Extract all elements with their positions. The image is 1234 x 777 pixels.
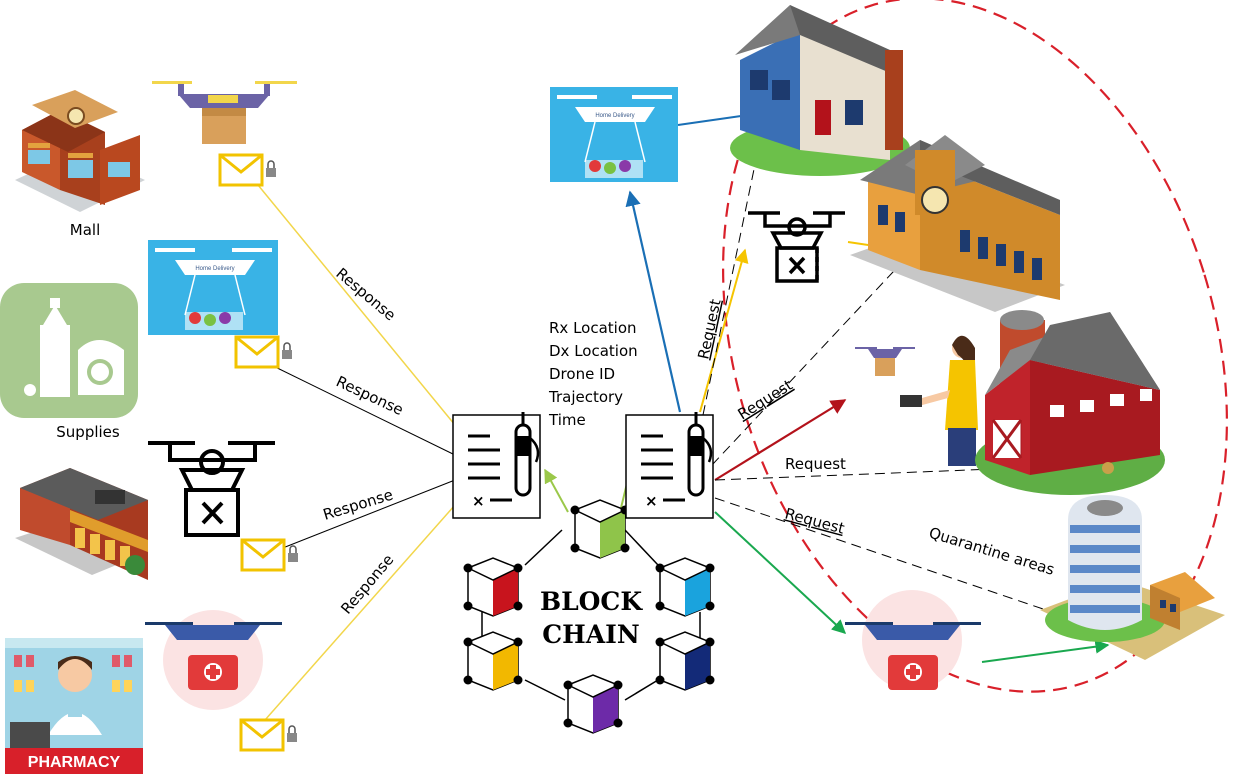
mall-label: Mall xyxy=(70,221,100,239)
svg-text:×: × xyxy=(472,492,485,510)
pharmacy-sign-label: PHARMACY xyxy=(28,754,121,771)
svg-text:×: × xyxy=(645,492,658,510)
contract-document-icon-right: × xyxy=(625,412,714,519)
request-label-3: Request xyxy=(785,455,846,473)
info-drone-id: Drone ID xyxy=(549,365,615,383)
home-delivery-drone-icon: Home Delivery xyxy=(148,240,278,335)
envelope-lock-icon-4 xyxy=(239,718,297,752)
person-remote-icon xyxy=(855,335,978,466)
blockchain-label-2: CHAIN xyxy=(542,620,639,649)
envelope-lock-icon xyxy=(218,153,276,187)
drone-package-icon xyxy=(152,81,297,144)
info-time: Time xyxy=(548,411,586,429)
request-label-1: Request xyxy=(694,297,724,360)
block-right-upper xyxy=(659,557,711,617)
supplies-label: Supplies xyxy=(56,423,120,441)
block-left-upper xyxy=(467,557,519,617)
quarantine-label: Quarantine areas xyxy=(927,524,1057,579)
contract-document-icon: × xyxy=(452,412,541,519)
envelope-lock-icon-2 xyxy=(234,335,292,369)
quarantine-area-boundary xyxy=(722,0,1228,693)
block-right-lower xyxy=(659,631,711,691)
block-top xyxy=(574,499,626,559)
farm-barn-icon xyxy=(975,310,1165,495)
house-icon xyxy=(730,5,910,176)
transaction-info-fields: Rx Location Dx Location Drone ID Traject… xyxy=(548,319,638,429)
mall-building-icon xyxy=(15,90,145,212)
info-rx-location: Rx Location xyxy=(549,319,637,337)
medical-drone-icon xyxy=(145,610,282,710)
home-delivery-drone-icon-right: Home Delivery xyxy=(550,87,678,182)
drone-denied-icon xyxy=(148,441,275,537)
drone-denied-icon-right xyxy=(748,211,845,283)
response-lines xyxy=(257,184,456,721)
info-dx-location: Dx Location xyxy=(549,342,638,360)
supplies-icon xyxy=(0,283,138,418)
medical-drone-icon-right xyxy=(845,590,981,690)
block-bottom xyxy=(567,674,619,734)
response-label-4: Response xyxy=(337,551,397,618)
request-label-4: Request xyxy=(783,504,847,537)
blockchain-label-1: BLOCK xyxy=(540,587,643,616)
info-trajectory: Trajectory xyxy=(548,388,623,406)
convenience-store-icon xyxy=(15,468,148,580)
home-delivery-text-left: Home Delivery xyxy=(195,266,234,272)
pharmacy-icon: PHARMACY xyxy=(5,638,143,774)
chain-to-contract-left xyxy=(544,468,569,513)
hospital-tower-icon xyxy=(1040,495,1225,660)
block-left-lower xyxy=(467,631,519,691)
school-icon xyxy=(850,135,1065,312)
home-delivery-text-right: Home Delivery xyxy=(595,113,634,119)
envelope-lock-icon-3 xyxy=(240,538,298,572)
response-label-2: Response xyxy=(333,372,406,419)
request-label-2: Request xyxy=(735,376,796,424)
blockchain-ring: BLOCK CHAIN xyxy=(463,499,715,734)
